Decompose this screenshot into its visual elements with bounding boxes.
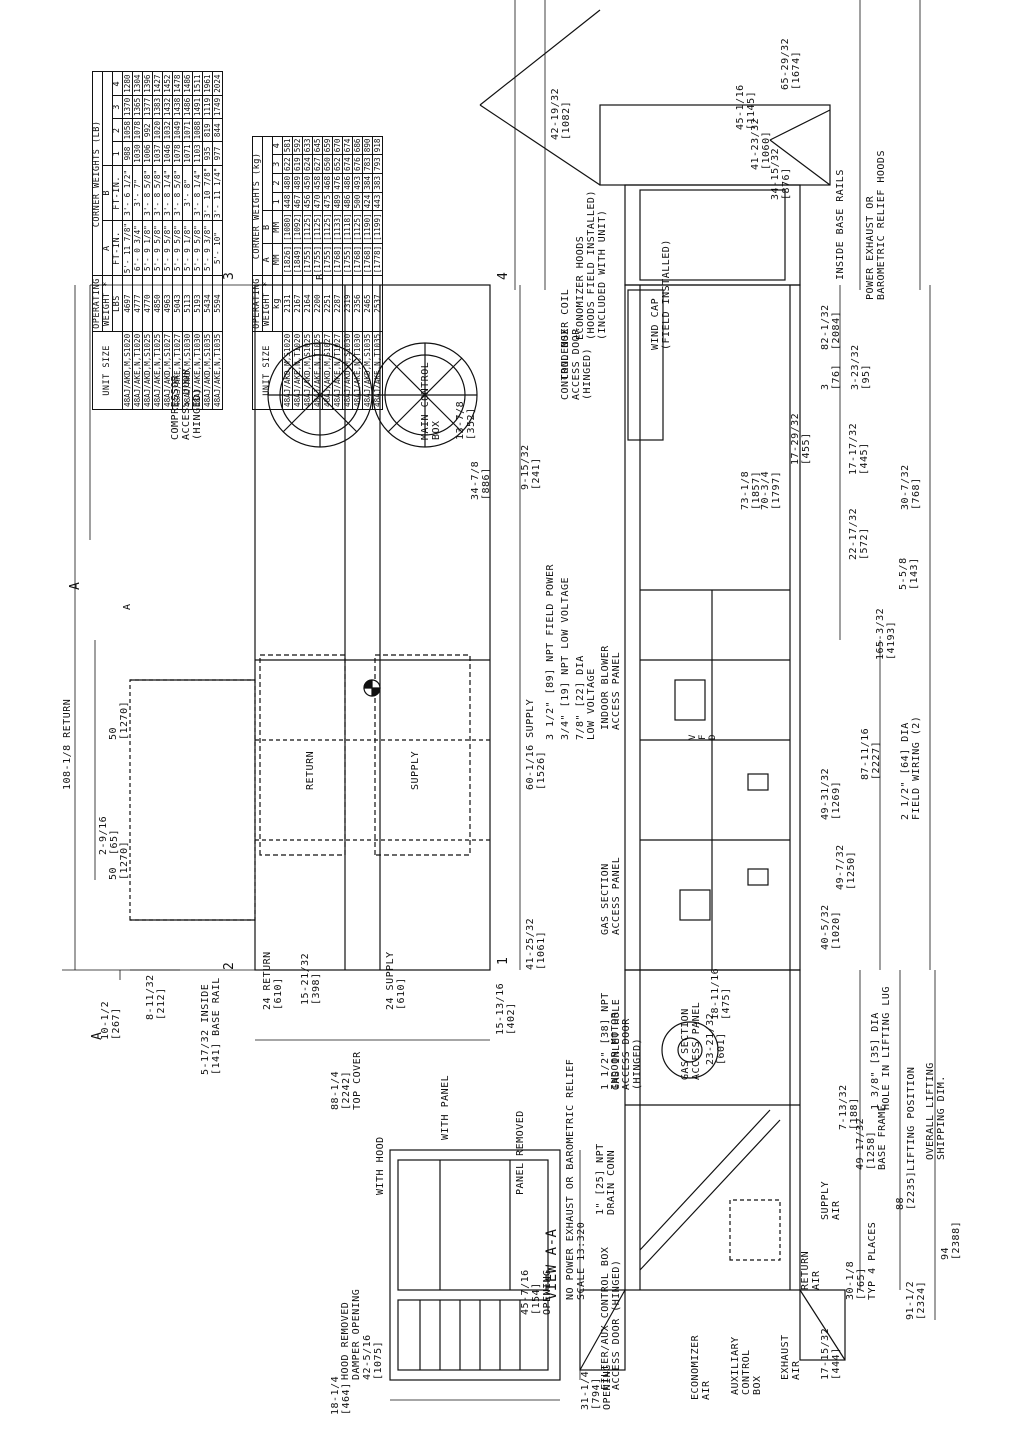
dim-8-11-32: 8-11/32 [212] — [145, 974, 167, 1020]
left-gas-section-label: GAS SECTION ACCESS PANEL — [680, 1001, 702, 1080]
dim-73-1-8: 73-1/8 [1857] — [740, 470, 762, 510]
dim-30-1-8: 30-1/8 [765] TYP 4 PLACES — [845, 1221, 878, 1300]
inside-base-rails-label: INSIDE BASE RAILS — [835, 169, 846, 280]
dim-9-15-32: 9-15/32 [241] — [520, 444, 542, 490]
supply-label: SUPPLY — [410, 750, 421, 790]
section-a-label-2: A — [68, 582, 83, 590]
section-a-label-1: A — [90, 1032, 105, 1040]
dim-24-return: 24 RETURN [610] — [262, 951, 284, 1010]
field-wiring-label: 2 1/2" [64] DIA FIELD WIRING (2) — [900, 715, 922, 820]
dim-88: 88 [2235]LIFTING POSITION — [895, 1066, 917, 1210]
gas-inlet-label: 1 1/2" [38] NPT GAS INLET HOLE — [600, 992, 622, 1090]
corner-2-label: 2 — [222, 962, 237, 970]
dim-18-1-4: 18-1/4 [464] — [330, 1375, 352, 1415]
dim-165-3-32: 165-3/32 [4193] — [875, 607, 897, 660]
dim-inside-rail: 5-17/32 INSIDE [141] BASE RAIL — [200, 977, 222, 1075]
lifting-lug-label: 1 3/8" [35] DIA HOLE IN LIFTING LUG — [870, 986, 892, 1110]
col-a-label: A — [122, 603, 133, 610]
dim-45-7-16: 45-7/16 [154] OPENING — [520, 1269, 553, 1315]
main-control-box-label: MAIN CONTROL BOX — [420, 361, 442, 440]
dim-23-21-32: 23-21/32 [601] — [705, 1012, 727, 1065]
dim-24-supply: 24 SUPPLY [610] — [385, 951, 407, 1010]
corner-1-label: 1 — [496, 957, 511, 965]
dim-50-b: 50 [1270] — [108, 700, 130, 740]
wind-cap-label: WIND CAP (FIELD INSTALLED) — [650, 239, 672, 350]
dim-42-19-32: 42-19/32 [1082] — [550, 87, 572, 140]
dim-65-29-32: 65-29/32 [1674] — [780, 37, 802, 90]
dim-49-17-32: 49-17/32 [1258] BASE FRAME — [855, 1104, 888, 1170]
dim-70-3-4: 70-3/4 [1797] — [760, 470, 782, 510]
dim-60-1-16: 60-1/16 SUPPLY [1526] — [525, 698, 547, 790]
return-air-label: RETURN AIR — [800, 1250, 822, 1290]
view-aa-outline — [389, 1149, 561, 1381]
return-dim-label: 108-1/8 RETURN — [62, 698, 73, 790]
dim-40-5-32: 40-5/32 [1020] — [820, 904, 842, 950]
dim-3: 3 [76] — [820, 363, 842, 390]
dim-87-11-16: 87-11/16 [2227] — [860, 727, 882, 780]
dim-15-13-16: 15-13/16 [402] — [495, 982, 517, 1035]
dim-5-5-8: 5-5/8 [143] — [898, 557, 920, 590]
supply-air-label: SUPPLY AIR — [820, 1180, 842, 1220]
npt-low-voltage-label: 3/4" [19] NPT LOW VOLTAGE — [560, 576, 571, 740]
with-panel-label: WITH PANEL — [440, 1074, 451, 1140]
dim-22-17-32: 22-17/32 [572] — [848, 507, 870, 560]
dim-3-23-32: 3-23/32 [95] — [850, 344, 872, 390]
dim-41-23-32: 41-23/32 [1060] — [750, 117, 772, 170]
drain-conn-label: 1" [25] NPT DRAIN CONN — [595, 1143, 617, 1215]
corner-3-label: 3 — [222, 272, 237, 280]
compressor-door-label: COMPRESSOR ACCESS DOOR (HINGED) — [170, 368, 203, 440]
aux-control-label: AUXILIARY CONTROL BOX — [730, 1336, 763, 1395]
col-b-label: B — [315, 273, 326, 280]
dim-15-21-32: 15-21/32 [398] — [300, 952, 322, 1005]
exhaust-air-label: EXHAUST AIR — [780, 1334, 802, 1380]
panel-removed-label: PANEL REMOVED — [515, 1110, 526, 1195]
power-exhaust-label: POWER EXHAUST OR BAROMETRIC RELIEF HOODS — [865, 150, 887, 300]
with-hood-label: WITH HOOD — [375, 1136, 386, 1195]
economizer-hoods-label: ECONOMIZER HOODS (HOODS FIELD INSTALLED)… — [575, 190, 608, 340]
dim-30-7-32: 30-7/32 [768] — [900, 464, 922, 510]
dim-88-1-4: 88-1/4 [2242] TOP COVER — [330, 1051, 363, 1110]
economizer-air-label: ECONOMIZER AIR — [690, 1334, 712, 1400]
indoor-blower-label: INDOOR BLOWER ACCESS PANEL — [600, 645, 622, 730]
dim-50-a: 50 [1270] — [108, 840, 130, 880]
dim-13-7-8: 13-7/8 [352] — [455, 400, 477, 440]
dim-49-31-32: 49-31/32 [1269] — [820, 767, 842, 820]
dim-41-25-32: 41-25/32 [1061] — [525, 917, 547, 970]
dim-34-7-8: 34-7/8 [886] — [470, 460, 492, 500]
end-view-left-outline — [624, 969, 801, 1291]
top-view-outline — [254, 284, 491, 971]
dim-18-11-16: 18-11/16 [475] — [710, 967, 732, 1020]
dia-low-voltage-label: 7/8" [22] DIA LOW VOLTAGE — [575, 655, 597, 740]
gas-section-label: GAS SECTION ACCESS PANEL — [600, 856, 622, 935]
dim-17-29-32: 17-29/32 [455] — [790, 412, 812, 465]
condenser-coil-label: CONDENSER COIL — [560, 288, 571, 380]
dim-94: 94 [2388] — [940, 1220, 962, 1260]
dim-17-17-32: 17-17/32 [445] — [848, 422, 870, 475]
dim-34-15-32: 34-15/32 [876] — [770, 147, 792, 200]
vfd-label: V F D — [688, 734, 718, 740]
dim-31-1-4: 31-1/4 [794] OPENING — [580, 1364, 613, 1410]
economizer-hood-top — [129, 679, 256, 921]
return-opening — [259, 654, 346, 856]
view-aa-subtitle: NO POWER EXHAUST OR BAROMETRIC RELIEF SC… — [565, 1058, 587, 1300]
dim-49-7-32: 49-7/32 [1250] — [835, 844, 857, 890]
return-label: RETURN — [305, 750, 316, 790]
dim-17-15-32: 17-15/32 [444] — [820, 1327, 842, 1380]
supply-opening — [374, 654, 471, 856]
npt-field-power-label: 3 1/2" [89] NPT FIELD POWER — [545, 563, 556, 740]
overall-lifting-label: OVERALL LIFTING SHIPPING DIM. — [925, 1062, 947, 1160]
dim-82-1-32: 82-1/32 [2084] — [820, 304, 842, 350]
corner-4-label: 4 — [496, 272, 511, 280]
hood-removed-label: HOOD REMOVED DAMPER OPENING 42-5/16 [107… — [340, 1288, 384, 1380]
dim-91-1-2: 91-1/2 [2324] — [905, 1280, 927, 1320]
